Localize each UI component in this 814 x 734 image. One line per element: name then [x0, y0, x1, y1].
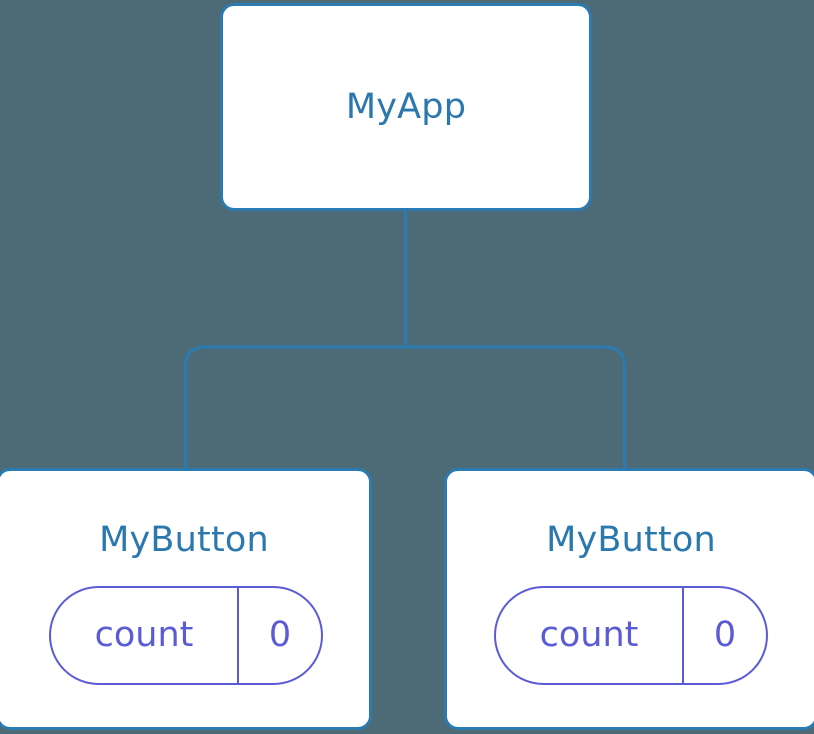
- state-key-label-right: count: [539, 615, 639, 655]
- node-title-mybutton-right: MyButton: [546, 520, 716, 560]
- node-mybutton-right[interactable]: MyButton count 0: [444, 468, 814, 730]
- node-title-mybutton-left: MyButton: [99, 520, 269, 560]
- state-value-cell-left: 0: [239, 588, 321, 683]
- node-title-myapp: MyApp: [345, 86, 467, 127]
- state-key-label-left: count: [94, 615, 194, 655]
- node-myapp[interactable]: MyApp: [220, 3, 592, 211]
- edge-root-to-child-right: [405, 345, 626, 471]
- state-pill-left[interactable]: count 0: [49, 586, 323, 685]
- state-value-label-left: 0: [268, 615, 292, 655]
- node-mybutton-left[interactable]: MyButton count 0: [0, 468, 372, 730]
- state-key-cell-right: count: [496, 588, 684, 683]
- state-value-cell-right: 0: [684, 588, 766, 683]
- state-pill-right[interactable]: count 0: [494, 586, 768, 685]
- state-key-cell-left: count: [51, 588, 239, 683]
- state-value-label-right: 0: [713, 615, 737, 655]
- edge-root-to-child-left: [184, 345, 406, 471]
